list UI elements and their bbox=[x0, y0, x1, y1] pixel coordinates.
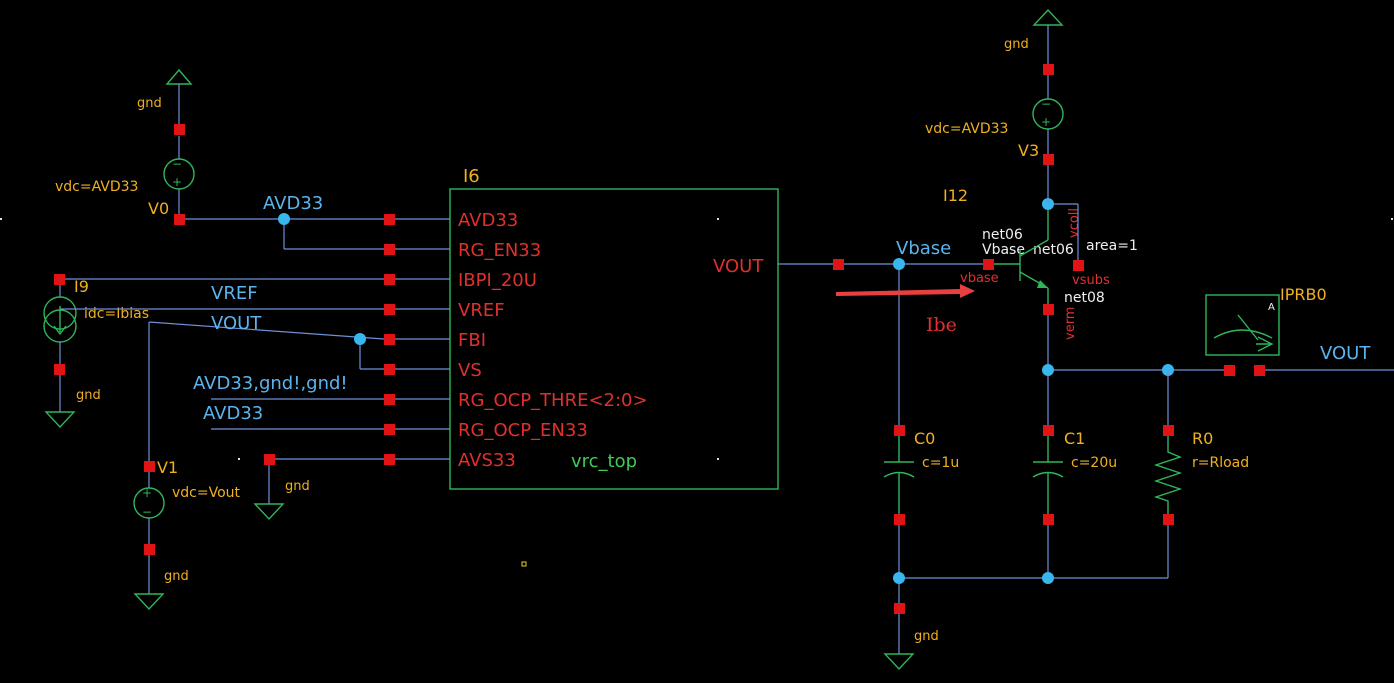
net-avd33-label: AVD33 bbox=[263, 193, 323, 214]
block-pin-square[interactable] bbox=[384, 394, 395, 405]
c0-prop-label: c=1u bbox=[922, 455, 959, 471]
block-pin-square[interactable] bbox=[384, 244, 395, 255]
svg-text:−: − bbox=[142, 505, 152, 519]
ibe-label: Ibe bbox=[926, 314, 957, 336]
block-cell-label: vrc_top bbox=[571, 451, 637, 472]
capacitor-c1[interactable]: C1 c=20u bbox=[1032, 425, 1117, 525]
v1-gnd-label: gnd bbox=[164, 569, 189, 584]
block-pin-label: RG_OCP_THRE<2:0> bbox=[458, 390, 648, 411]
block-pin-vout: VOUT bbox=[713, 256, 764, 277]
bjt-emit-net: net08 bbox=[1064, 290, 1105, 306]
bjt-base-pin: vbase bbox=[960, 271, 999, 286]
gnd-symbol bbox=[133, 593, 165, 611]
avs33-gnd-label: gnd bbox=[285, 479, 310, 494]
v3-prop-label: vdc=AVD33 bbox=[925, 121, 1008, 137]
resistor-r0[interactable]: R0 r=Rload bbox=[1153, 425, 1249, 525]
junction-dot bbox=[1042, 364, 1054, 376]
r0-name-label: R0 bbox=[1192, 429, 1213, 448]
bjt-area: area=1 bbox=[1086, 238, 1138, 254]
v3-source[interactable]: − + gnd vdc=AVD33 V3 bbox=[925, 8, 1064, 204]
net-vbase-label: Vbase bbox=[896, 238, 951, 259]
v1-source[interactable]: + − V1 vdc=Vout gnd bbox=[133, 458, 241, 611]
v1-name-label: V1 bbox=[157, 458, 178, 477]
v1-prop-label: vdc=Vout bbox=[172, 485, 241, 501]
svg-text:−: − bbox=[1041, 97, 1051, 111]
ibe-arrow: Ibe bbox=[836, 284, 975, 336]
vrc-top-block[interactable]: I6 vrc_top VOUT AVD33RG_EN33IBPI_20UVREF… bbox=[0, 166, 1393, 490]
gnd-symbol bbox=[883, 653, 915, 671]
svg-text:+: + bbox=[1041, 115, 1051, 129]
v3-gnd-label: gnd bbox=[1004, 37, 1029, 52]
probe-meter-label: A bbox=[1268, 302, 1275, 313]
junction-dot bbox=[893, 572, 905, 584]
block-pin-square[interactable] bbox=[384, 334, 395, 345]
block-pin-square[interactable] bbox=[384, 364, 395, 375]
r0-prop-label: r=Rload bbox=[1192, 455, 1249, 471]
junction-dot bbox=[278, 213, 290, 225]
v0-prop-label: vdc=AVD33 bbox=[55, 179, 138, 195]
bjt-coll-pin: vcoll bbox=[1067, 208, 1082, 238]
block-pin-square[interactable] bbox=[384, 424, 395, 435]
junction-dot bbox=[354, 333, 366, 345]
bjt-i12[interactable]: I12 net06 Vbase net06 vbase area=1 vsubs… bbox=[943, 186, 1138, 340]
block-pin-label: AVD33 bbox=[458, 210, 518, 231]
block-pin-label: RG_EN33 bbox=[458, 240, 541, 261]
bjt-subs-pin: vsubs bbox=[1072, 273, 1110, 288]
bjt-name-label: I12 bbox=[943, 186, 968, 205]
block-pin-label: IBPI_20U bbox=[458, 270, 537, 291]
c0-name-label: C0 bbox=[914, 429, 935, 448]
junction-dot bbox=[893, 258, 905, 270]
v0-gnd-label: gnd bbox=[137, 96, 162, 111]
block-pin-square[interactable] bbox=[384, 304, 395, 315]
net-vref-label: VREF bbox=[211, 283, 258, 304]
bjt-emit-pin: verm bbox=[1063, 307, 1078, 340]
svg-text:+: + bbox=[142, 486, 152, 500]
net-ocp-en-label: AVD33 bbox=[203, 403, 263, 424]
net-ocp-thre-label: AVD33,gnd!,gnd! bbox=[193, 373, 348, 394]
gnd-symbol bbox=[1032, 8, 1064, 26]
i9-gnd-label: gnd bbox=[76, 388, 101, 403]
bjt-base-net: Vbase bbox=[982, 242, 1025, 258]
block-pin-square[interactable] bbox=[384, 274, 395, 285]
i9-source[interactable]: I9 idc=Ibias gnd bbox=[43, 274, 384, 429]
block-pin-square[interactable] bbox=[384, 454, 395, 465]
bjt-net-right: net06 bbox=[1033, 242, 1074, 258]
bjt-net-top: net06 bbox=[982, 227, 1023, 243]
net-vout-left-label: VOUT bbox=[211, 313, 262, 334]
i9-name-label: I9 bbox=[74, 277, 89, 296]
gnd-symbol bbox=[253, 503, 285, 521]
svg-text:−: − bbox=[172, 157, 182, 171]
gnd-symbol bbox=[165, 68, 193, 85]
block-pin-label: VREF bbox=[458, 300, 505, 321]
c1-name-label: C1 bbox=[1064, 429, 1085, 448]
block-pin-label: RG_OCP_EN33 bbox=[458, 420, 588, 441]
v0-source[interactable]: − + gnd vdc=AVD33 V0 bbox=[55, 68, 195, 225]
block-instance-label: I6 bbox=[463, 166, 480, 187]
c1-prop-label: c=20u bbox=[1071, 455, 1117, 471]
bottom-gnd-label: gnd bbox=[914, 629, 939, 644]
gnd-symbol bbox=[44, 411, 76, 429]
block-pin-square[interactable] bbox=[384, 214, 395, 225]
svg-text:+: + bbox=[172, 175, 182, 189]
net-vout-right-label: VOUT bbox=[1320, 343, 1371, 364]
probe-name-label: IPRB0 bbox=[1280, 285, 1327, 304]
block-pin-label: AVS33 bbox=[458, 450, 516, 471]
block-pin-label: FBI bbox=[458, 330, 486, 351]
i9-prop-label: idc=Ibias bbox=[84, 306, 149, 322]
junction-dot bbox=[1042, 572, 1054, 584]
v3-name-label: V3 bbox=[1018, 141, 1039, 160]
v0-name-label: V0 bbox=[148, 199, 169, 218]
block-pin-label: VS bbox=[458, 360, 482, 381]
capacitor-c0[interactable]: C0 c=1u bbox=[883, 425, 959, 525]
current-probe-iprb0[interactable]: A IPRB0 bbox=[1205, 285, 1394, 376]
